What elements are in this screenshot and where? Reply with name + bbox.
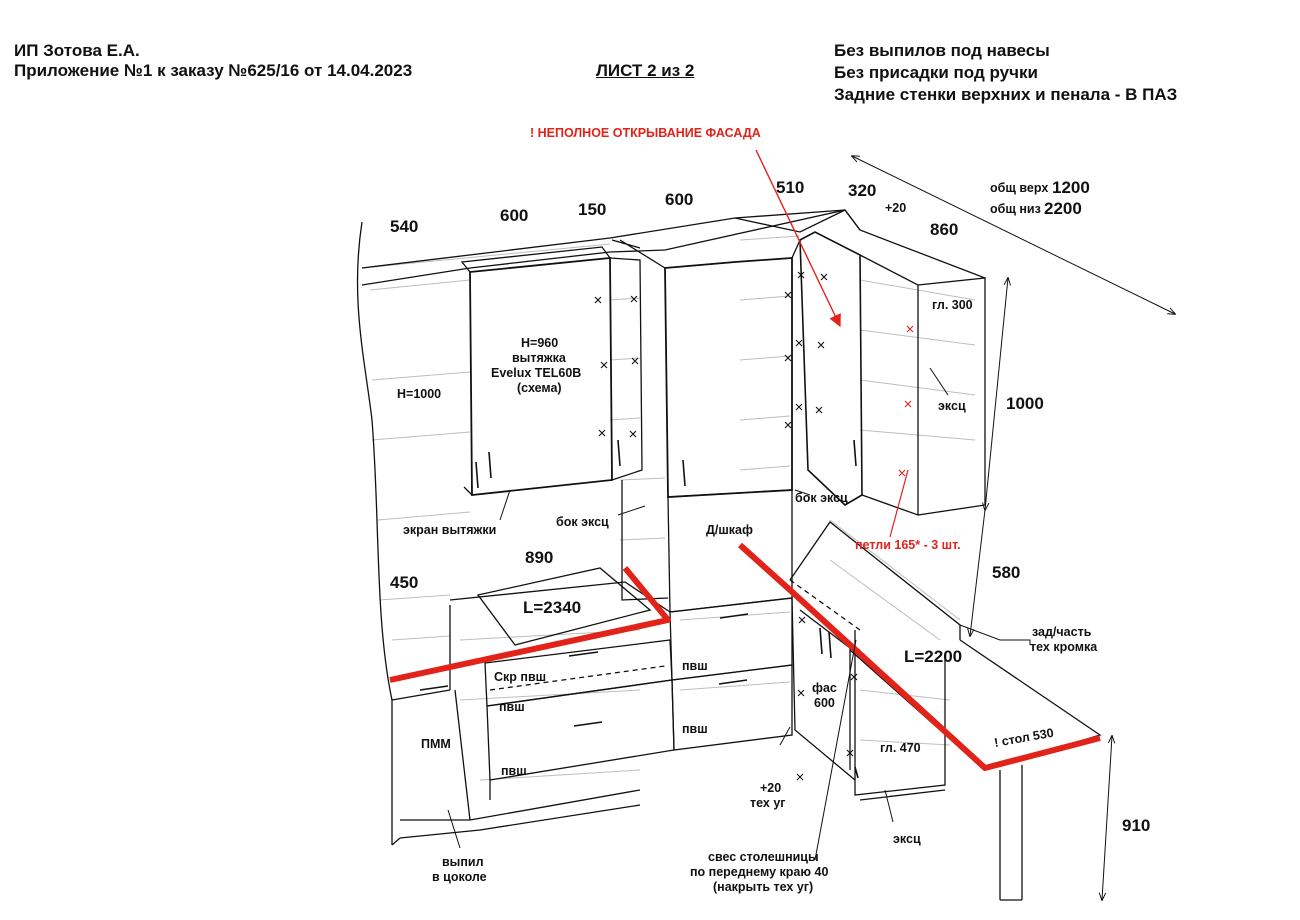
- dim-450: 450: [390, 573, 418, 592]
- depth-470: гл. 470: [880, 741, 921, 755]
- order-appendix: Приложение №1 к заказу №625/16 от 14.04.…: [14, 61, 413, 80]
- drawer-label-4: пвш: [501, 764, 527, 778]
- total-top-value: 1200: [1052, 178, 1090, 197]
- warning-arrow: [755, 149, 841, 328]
- company-name: ИП Зотова Е.А.: [14, 41, 140, 60]
- dishwasher-label: ПММ: [421, 737, 451, 751]
- note-no-handle-drilling: Без присадки под ручки: [834, 63, 1038, 82]
- dim-510: 510: [776, 178, 804, 197]
- dim-320: 320: [848, 181, 876, 200]
- side-eccentric-right: бок эксц: [795, 491, 848, 505]
- overhang-note-3: (накрыть тех уг): [713, 880, 813, 894]
- hinges-note: петли 165* - 3 шт.: [855, 538, 961, 552]
- dim-600-tall: 600: [665, 190, 693, 209]
- eccentric-bottom: эксц: [893, 832, 921, 846]
- back-edge-label-2: тех кромка: [1030, 640, 1098, 654]
- hood-screen: экран вытяжки: [403, 523, 496, 537]
- table-530: ! стол 530: [993, 726, 1055, 750]
- plinth-cutout-1: выпил: [442, 855, 484, 869]
- eccentric-top: эксц: [938, 399, 966, 413]
- side-eccentric-left: бок эксц: [556, 515, 609, 529]
- hood-height: H=960: [521, 336, 558, 350]
- hinges-leader: [889, 469, 909, 538]
- ghost-lines: [361, 235, 976, 781]
- tech-corner-plus20: +20: [760, 781, 781, 795]
- countertop-length-2340: L=2340: [523, 598, 581, 617]
- facade-label: фас: [812, 681, 837, 695]
- total-top-label: общ верх: [990, 181, 1048, 195]
- hinge-marks-red: [898, 325, 914, 477]
- hood-name: вытяжка: [512, 351, 567, 365]
- hood-note: (схема): [517, 381, 562, 395]
- back-edge-label-1: зад/часть: [1032, 625, 1092, 639]
- drawer-label-1: пвш: [682, 659, 708, 673]
- note-back-panels: Задние стенки верхних и пенала - В ПАЗ: [834, 85, 1178, 104]
- height-1000: H=1000: [397, 387, 441, 401]
- dim-890: 890: [525, 548, 553, 567]
- dim-540: 540: [390, 217, 418, 236]
- hood-model: Evelux TEL60B: [491, 366, 581, 380]
- note-no-cutouts: Без выпилов под навесы: [834, 41, 1050, 60]
- overhang-note-1: свес столешницы: [708, 850, 819, 864]
- dim-1000: 1000: [1006, 394, 1044, 413]
- corner-cabinet-label: Д/шкаф: [706, 523, 753, 537]
- total-bottom-label: общ низ: [990, 202, 1041, 216]
- dim-600-hood: 600: [500, 206, 528, 225]
- hidden-drawer-label: Скр пвш: [494, 670, 546, 684]
- total-bottom-value: 2200: [1044, 199, 1082, 218]
- dim-plus20: +20: [885, 201, 906, 215]
- hinge-marks: [594, 271, 858, 781]
- tech-corner-label: тех уг: [750, 796, 786, 810]
- dimension-lines: [447, 156, 1175, 900]
- sheet-number: ЛИСТ 2 из 2: [596, 61, 695, 80]
- cabinet-outlines: [356, 209, 1102, 901]
- countertop-edge-red: [389, 542, 1101, 771]
- facade-600: 600: [814, 696, 835, 710]
- drawer-label-2: пвш: [499, 700, 525, 714]
- dim-860: 860: [930, 220, 958, 239]
- dim-580: 580: [992, 563, 1020, 582]
- dim-150: 150: [578, 200, 606, 219]
- countertop-length-2200: L=2200: [904, 647, 962, 666]
- overhang-note-2: по переднему краю 40: [690, 865, 828, 879]
- handle-icons: [419, 439, 859, 779]
- depth-300: гл. 300: [932, 298, 973, 312]
- dim-910: 910: [1122, 816, 1150, 835]
- warning-partial-opening: ! НЕПОЛНОЕ ОТКРЫВАНИЕ ФАСАДА: [530, 126, 761, 140]
- plinth-cutout-2: в цоколе: [432, 870, 487, 884]
- drawer-label-3: пвш: [682, 722, 708, 736]
